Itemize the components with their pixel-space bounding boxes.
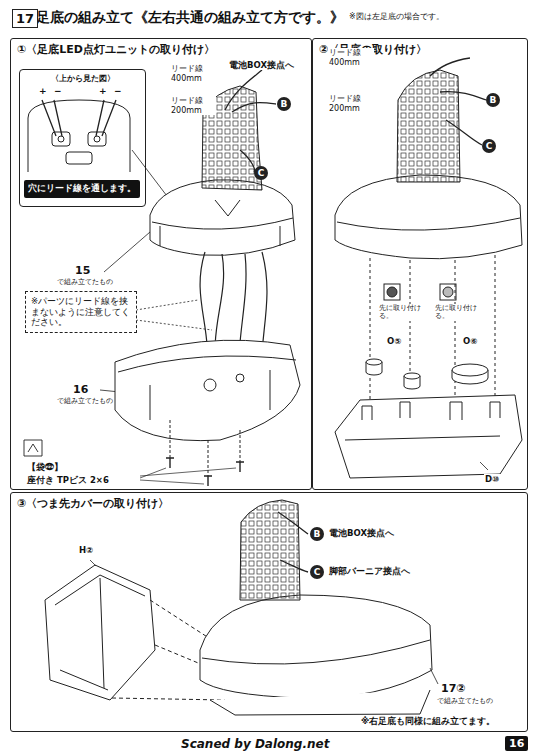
node-text: ①〈足底LED点灯ユニットの取り付け〉: [17, 42, 215, 57]
line-art-path: [215, 200, 240, 216]
bag-number: 【袋㉒】: [26, 462, 64, 472]
connector-mark: C: [310, 565, 324, 579]
part-ref-number: 17②: [440, 682, 467, 695]
line-art-path: [115, 340, 300, 440]
note-text: ※図は左足底の場合です。: [348, 12, 445, 22]
part-ref-note: で組み立てたもの: [436, 697, 494, 705]
line-art-path: [90, 560, 96, 566]
line-art-ellipse: [452, 364, 488, 376]
line-art-path: [440, 92, 486, 145]
line-art-path: [150, 180, 295, 256]
line-art-path: [337, 218, 520, 230]
line-art-rect: [66, 152, 92, 164]
connector-mark: B: [486, 93, 500, 107]
wire-length: リード線 400mm: [170, 64, 216, 83]
line-art-path: [397, 70, 460, 182]
panel3-drawing: [45, 500, 438, 715]
line-art-path: [278, 512, 308, 572]
line-art-path: [210, 690, 430, 715]
part-ref-note: で組み立てたもの: [56, 278, 114, 286]
line-art-path: [240, 500, 300, 600]
line-art-path: [55, 575, 145, 690]
line-art-path: [152, 218, 293, 246]
polarity-mark: +: [38, 86, 48, 97]
connector-mark: C: [254, 166, 268, 180]
line-art-circle: [204, 379, 216, 391]
line-art-circle: [236, 374, 244, 382]
line-art-ellipse: [404, 373, 420, 379]
line-art-path: [345, 402, 500, 440]
node-text: ※パーツにリード線を挟まないように注意してください。: [31, 296, 131, 328]
line-art-circle: [443, 287, 453, 297]
part-number: H②: [78, 545, 94, 555]
part-number: O⑥: [462, 336, 478, 346]
line-art-path: [28, 100, 130, 172]
connector-mark: C: [482, 139, 496, 153]
line-art-path: [480, 462, 488, 470]
line-art-path: [240, 150, 254, 172]
part-number: O⑤: [386, 336, 402, 346]
page-number: 16: [505, 736, 528, 751]
line-art-path: [42, 100, 116, 136]
node-text: ③〈つま先カバーの取り付け〉: [17, 496, 169, 511]
top-view-inset: 〈上から見た図〉穴にリード線を通します。: [19, 69, 146, 207]
line-art-path: [335, 395, 522, 478]
destination-note: 脚部バーニア接点へ: [328, 566, 411, 576]
line-art-path: [136, 300, 212, 330]
line-art-path: [45, 565, 155, 700]
note-text: ※右足底も同様に組み立てます。: [360, 716, 496, 726]
line-art-rect: [440, 284, 456, 300]
part-ref-number: 16: [72, 383, 89, 396]
line-art-path: [118, 356, 296, 420]
destination-note: 電池BOX接点へ: [228, 60, 295, 70]
line-art-circle: [58, 136, 64, 142]
polarity-mark: −: [113, 86, 123, 97]
line-art-path: [166, 458, 244, 486]
line-art-path: [335, 175, 522, 259]
wire-length: リード線 200mm: [170, 96, 216, 115]
line-art-path: [24, 440, 42, 456]
line-art-ellipse: [366, 359, 382, 365]
panel1-drawing: [24, 70, 300, 486]
line-art-path: [200, 595, 432, 698]
instruction-note: 先に取り付ける。: [434, 304, 480, 321]
screw-name: 座付き TPビス 2×6: [26, 475, 110, 485]
connector-mark: B: [277, 97, 291, 111]
node-text: 穴にリード線を通します。: [26, 183, 138, 195]
caution-note: ※パーツにリード線を挟まないように注意してください。: [25, 291, 137, 333]
connector-mark: B: [310, 527, 324, 541]
line-art-circle: [94, 136, 100, 142]
polarity-mark: −: [53, 86, 63, 97]
step-panel: ①〈足底LED点灯ユニットの取り付け〉〈上から見た図〉穴にリード線を通します。 ※…: [10, 38, 312, 490]
line-art-circle: [387, 287, 397, 297]
instruction-band: 穴にリード線を通します。: [24, 180, 140, 198]
part-ref-note: で組み立てたもの: [56, 397, 114, 405]
line-art-path: [430, 668, 438, 684]
line-art-path: [232, 102, 276, 112]
step-number: 17: [12, 9, 38, 28]
watermark: Scaned by Dalong.net: [180, 737, 330, 751]
wire-length: リード線 200mm: [328, 94, 374, 113]
instruction-note: 先に取り付ける。: [378, 304, 424, 321]
line-art-path: [430, 58, 470, 76]
line-art-path: [140, 468, 236, 484]
node-text: 〈上から見た図〉: [20, 73, 145, 84]
wire-length: リード線 400mm: [328, 48, 374, 67]
panel2-drawing: [335, 58, 522, 478]
line-art-path: [170, 420, 240, 476]
line-art-rect: [384, 284, 400, 300]
part-ref-number: 15: [74, 264, 91, 277]
line-art-path: [225, 70, 262, 110]
destination-note: 電池BOX接点へ: [328, 528, 395, 538]
line-art-path: [370, 255, 495, 405]
polarity-mark: +: [98, 86, 108, 97]
step-panel: ③〈つま先カバーの取り付け〉: [10, 492, 528, 732]
part-number: D⑩: [484, 474, 500, 484]
line-art-path: [202, 640, 430, 664]
step-title: 足底の組み立て《左右共通の組み立て方です。》: [36, 9, 344, 27]
